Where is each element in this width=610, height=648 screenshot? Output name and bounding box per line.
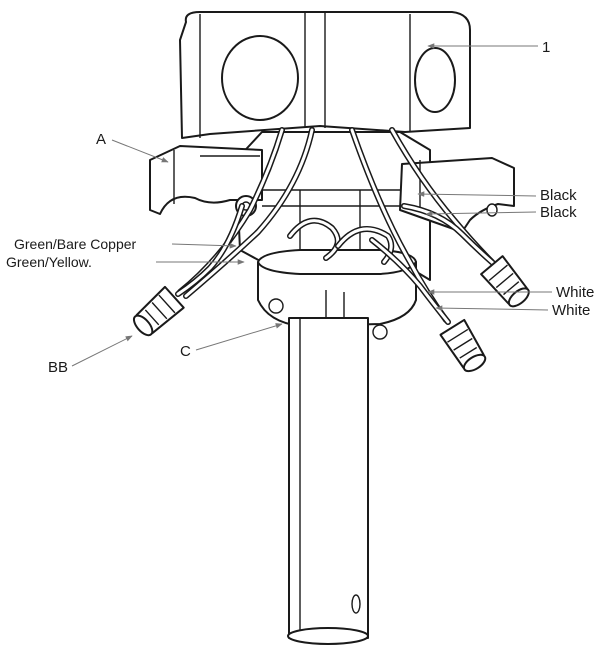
canopy-ring — [257, 249, 417, 340]
leader-black-2 — [425, 211, 537, 217]
label-white-2: White — [552, 302, 590, 319]
leader-bb — [71, 335, 133, 367]
callout-labels: 1 A Black Black Green/Bare Copper Green/… — [6, 39, 594, 376]
screw-left — [268, 298, 284, 314]
label-black-2: Black — [540, 204, 577, 221]
downrod-pin-hole — [351, 594, 361, 614]
knockout-hole-right — [414, 47, 456, 113]
screw-right — [372, 324, 388, 340]
knockout-hole-left — [221, 35, 299, 121]
wire-nut-left — [132, 285, 185, 337]
wire-nut-right-lower — [439, 318, 487, 373]
label-green-bare-copper: Green/Bare Copper — [14, 236, 137, 252]
downrod — [287, 317, 369, 645]
bracket-arm-left — [149, 145, 263, 215]
leader-a — [111, 139, 169, 163]
leader-white-2 — [435, 305, 549, 311]
label-part-c: C — [180, 343, 191, 360]
label-green-yellow: Green/Yellow. — [6, 254, 92, 270]
leader-lines — [71, 43, 552, 367]
label-part-a: A — [96, 131, 106, 148]
label-white-1: White — [556, 284, 594, 301]
leader-c — [195, 323, 283, 351]
label-part-bb: BB — [48, 359, 68, 376]
leader-green-bare-copper — [171, 243, 237, 249]
wire-nut-right-upper — [480, 255, 530, 308]
label-part-1: 1 — [542, 39, 550, 56]
leader-black-1 — [417, 191, 537, 197]
label-black-1: Black — [540, 187, 577, 204]
outlet-box — [179, 11, 471, 139]
wires — [175, 127, 497, 325]
